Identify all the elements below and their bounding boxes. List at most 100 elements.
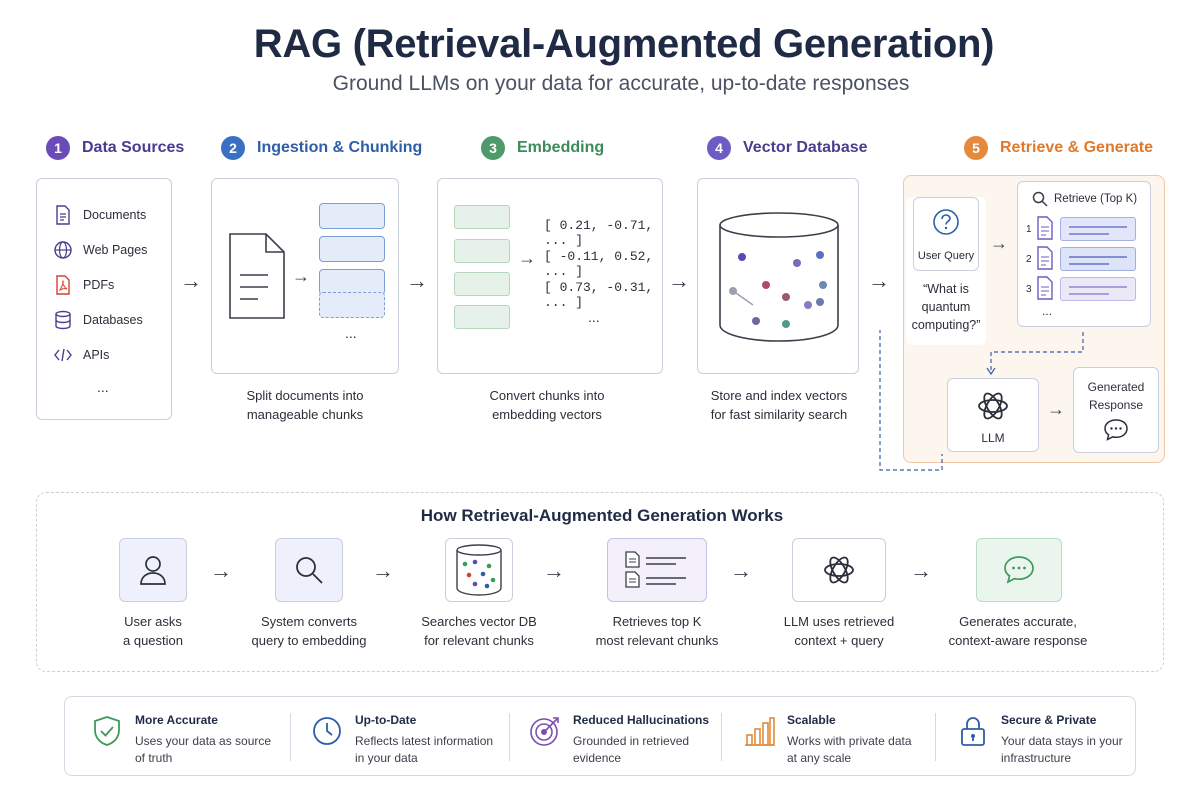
data-sources-card: Documents Web Pages PDFs Databases APIs … <box>36 178 172 420</box>
divider <box>721 713 722 761</box>
arrow-right-icon: → <box>668 268 690 293</box>
document-icon <box>1037 216 1053 240</box>
benefit-desc: in your data <box>355 751 418 765</box>
benefit-title: Secure & Private <box>1001 713 1097 727</box>
caption-line: for relevant chunks <box>424 633 534 648</box>
arrow-right-icon: → <box>518 248 536 268</box>
document-icon <box>1037 246 1053 270</box>
caption-line: context + query <box>794 633 884 648</box>
benefit-desc: infrastructure <box>1001 751 1072 765</box>
benefit-accurate: More Accurate Uses your data as source o… <box>91 697 271 777</box>
source-web-pages: Web Pages <box>53 240 147 260</box>
arrow-right-icon: → <box>406 268 428 293</box>
document-icon <box>1037 276 1053 300</box>
query-line: computing?” <box>911 318 981 332</box>
dashed-connector <box>879 330 1084 471</box>
chunk-block <box>454 239 510 263</box>
user-icon <box>140 556 166 585</box>
caption-line: embedding vectors <box>492 407 602 422</box>
page-title: RAG (Retrieval-Augmented Generation) <box>253 22 995 66</box>
how-caption: LLM uses retrieved context + query <box>766 612 912 650</box>
arrow-right-icon: → <box>868 268 890 293</box>
search-icon <box>1032 191 1048 207</box>
chunking-card: → ... <box>211 178 399 374</box>
database-icon <box>53 310 73 330</box>
source-label: Documents <box>83 208 147 222</box>
benefit-up-to-date: Up-to-Date Reflects latest information i… <box>311 697 493 777</box>
retrieved-chunk <box>1060 247 1136 271</box>
llm-label: LLM <box>981 431 1005 445</box>
generated-response-card: Generated Response <box>1073 367 1159 453</box>
chunk-block <box>454 272 510 296</box>
vector-db-caption: Store and index vectors for fast similar… <box>697 386 861 424</box>
divider <box>290 713 291 761</box>
benefit-desc: Your data stays in your <box>1001 734 1123 748</box>
search-icon <box>296 557 323 584</box>
vector-db-card <box>697 178 859 374</box>
caption-line: for fast similarity search <box>710 407 848 422</box>
document-icon <box>229 233 285 319</box>
how-caption: Retrieves top K most relevant chunks <box>584 612 730 650</box>
benefits-bar: More Accurate Uses your data as source o… <box>64 696 1136 776</box>
lock-icon <box>961 717 985 746</box>
how-step-retrieve <box>607 538 707 602</box>
rank-number: 2 <box>1026 254 1032 265</box>
embedding-card: → [ 0.21, -0.71, ... ] [ -0.11, 0.52, ..… <box>437 178 663 374</box>
step-label: Retrieve & Generate <box>1000 139 1153 156</box>
shield-check-icon <box>94 716 120 746</box>
benefit-desc: Works with private data <box>787 734 912 748</box>
caption-line: Searches vector DB <box>421 614 537 629</box>
how-it-works-title: How Retrieval-Augmented Generation Works <box>420 506 784 525</box>
how-step-llm <box>792 538 886 602</box>
chunk-block <box>319 236 385 262</box>
arrow-right-icon: → <box>1047 399 1065 419</box>
how-step-user <box>119 538 187 602</box>
source-label: APIs <box>83 348 110 362</box>
step-number: 2 <box>221 136 245 160</box>
llm-card: LLM <box>947 378 1039 452</box>
how-step-generate <box>976 538 1062 602</box>
step-header-vector-db: 4 Vector Database <box>707 136 868 160</box>
generated-label: Generated Response <box>1074 378 1158 414</box>
pdf-icon <box>53 275 73 295</box>
source-pdfs: PDFs <box>53 275 114 295</box>
source-label: Databases <box>83 313 143 327</box>
retrieved-chunk <box>1060 217 1136 241</box>
retrieve-top-k-card: Retrieve (Top K) 1 2 3 ... <box>1017 181 1151 327</box>
benefit-scalable: Scalable Works with private data at any … <box>743 697 912 777</box>
step-number: 4 <box>707 136 731 160</box>
more-ellipsis: ... <box>97 379 109 395</box>
step-header-ingestion: 2 Ingestion & Chunking <box>221 136 422 160</box>
step-number: 1 <box>46 136 70 160</box>
retrieve-label: Retrieve (Top K) <box>1054 193 1138 205</box>
arrow-right-icon: → <box>910 558 932 583</box>
benefit-desc: Grounded in retrieved <box>573 734 690 748</box>
bar-chart-icon <box>745 717 775 746</box>
divider <box>935 713 936 761</box>
vector-value: [ -0.11, 0.52, ... ] <box>544 249 654 279</box>
chunk-block <box>319 292 385 318</box>
source-label: Web Pages <box>83 243 148 257</box>
how-step-embed <box>275 538 343 602</box>
caption-line: Convert chunks into <box>489 388 605 403</box>
chat-icon <box>1004 556 1034 584</box>
document-icon <box>53 205 73 225</box>
benefit-reduced-hallucinations: Reduced Hallucinations Grounded in retri… <box>529 697 709 777</box>
arrow-right-icon: → <box>180 268 202 293</box>
page-subtitle: Ground LLMs on your data for accurate, u… <box>332 72 910 95</box>
source-documents: Documents <box>53 205 146 225</box>
source-apis: APIs <box>53 345 109 365</box>
benefit-desc: evidence <box>573 751 622 765</box>
caption-line: manageable chunks <box>246 407 364 422</box>
documents-icon <box>625 551 686 588</box>
rank-number: 3 <box>1026 284 1032 295</box>
arrow-right-icon: → <box>990 233 1008 253</box>
question-icon <box>933 209 959 235</box>
benefit-desc: of truth <box>135 751 173 765</box>
query-line: quantum <box>921 300 971 314</box>
arrow-right-icon: → <box>372 558 394 583</box>
database-icon <box>456 544 502 596</box>
chat-icon <box>1104 419 1128 441</box>
how-caption: Searches vector DB for relevant chunks <box>408 612 550 650</box>
chunk-block <box>454 305 510 329</box>
